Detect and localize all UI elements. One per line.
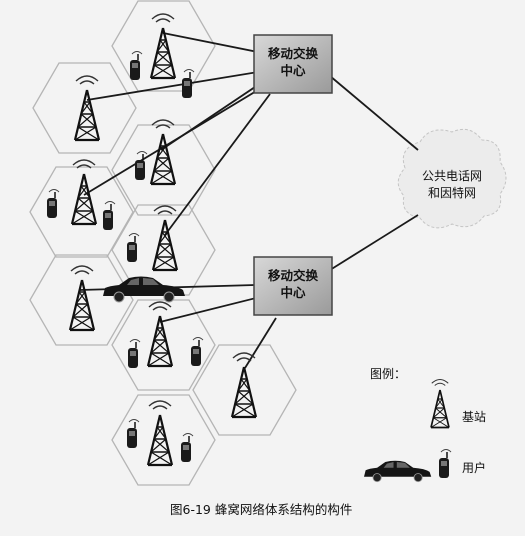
base-stations xyxy=(68,12,258,467)
phone-icon xyxy=(127,338,141,369)
cell-hexagon xyxy=(111,394,216,486)
msc-top-label: 移动交换中心 xyxy=(268,46,319,78)
links xyxy=(79,32,419,369)
pstn-label: 公共电话网和因特网 xyxy=(422,169,482,200)
legend-phone-icon xyxy=(438,448,452,479)
legend-base-station-label: 基站 xyxy=(462,410,486,424)
legend-base-station-icon xyxy=(430,378,450,429)
msc-bottom-label: 移动交换中心 xyxy=(268,268,319,300)
msc-bottom: 移动交换中心 xyxy=(253,256,333,316)
phone-icon xyxy=(46,188,60,219)
phone-icon xyxy=(126,418,140,449)
cell-hexagon xyxy=(29,254,134,346)
cell-hexagon xyxy=(32,62,137,154)
base-station-icon xyxy=(68,264,96,332)
phone-icon xyxy=(134,150,148,181)
cell-hexagon xyxy=(111,124,216,216)
phone-icon xyxy=(190,336,204,367)
figure-caption: 图6-19 蜂窝网络体系结构的构件 xyxy=(170,502,352,517)
base-station-icon xyxy=(146,300,174,368)
car-icon xyxy=(102,276,186,303)
cell-hexagon xyxy=(29,166,134,258)
cell-hexagon xyxy=(192,344,297,436)
legend: 图例： 基站 用户 xyxy=(363,367,486,483)
base-station-icon xyxy=(73,74,101,142)
legend-title: 图例： xyxy=(370,367,406,381)
base-station-icon xyxy=(70,158,98,226)
phone-icon xyxy=(181,68,195,99)
msc-top: 移动交换中心 xyxy=(253,34,333,94)
cell-grid xyxy=(29,0,297,486)
phone-icon xyxy=(180,432,194,463)
phone-icon xyxy=(102,200,116,231)
pstn-cloud xyxy=(397,128,507,229)
legend-car-icon xyxy=(363,460,432,483)
base-station-icon xyxy=(146,399,174,467)
legend-user-label: 用户 xyxy=(462,460,486,475)
phone-icon xyxy=(126,232,140,263)
phone-icon xyxy=(129,50,143,81)
cell-hexagon xyxy=(111,299,216,391)
base-station-icon xyxy=(230,351,258,419)
base-station-icon xyxy=(149,12,177,80)
